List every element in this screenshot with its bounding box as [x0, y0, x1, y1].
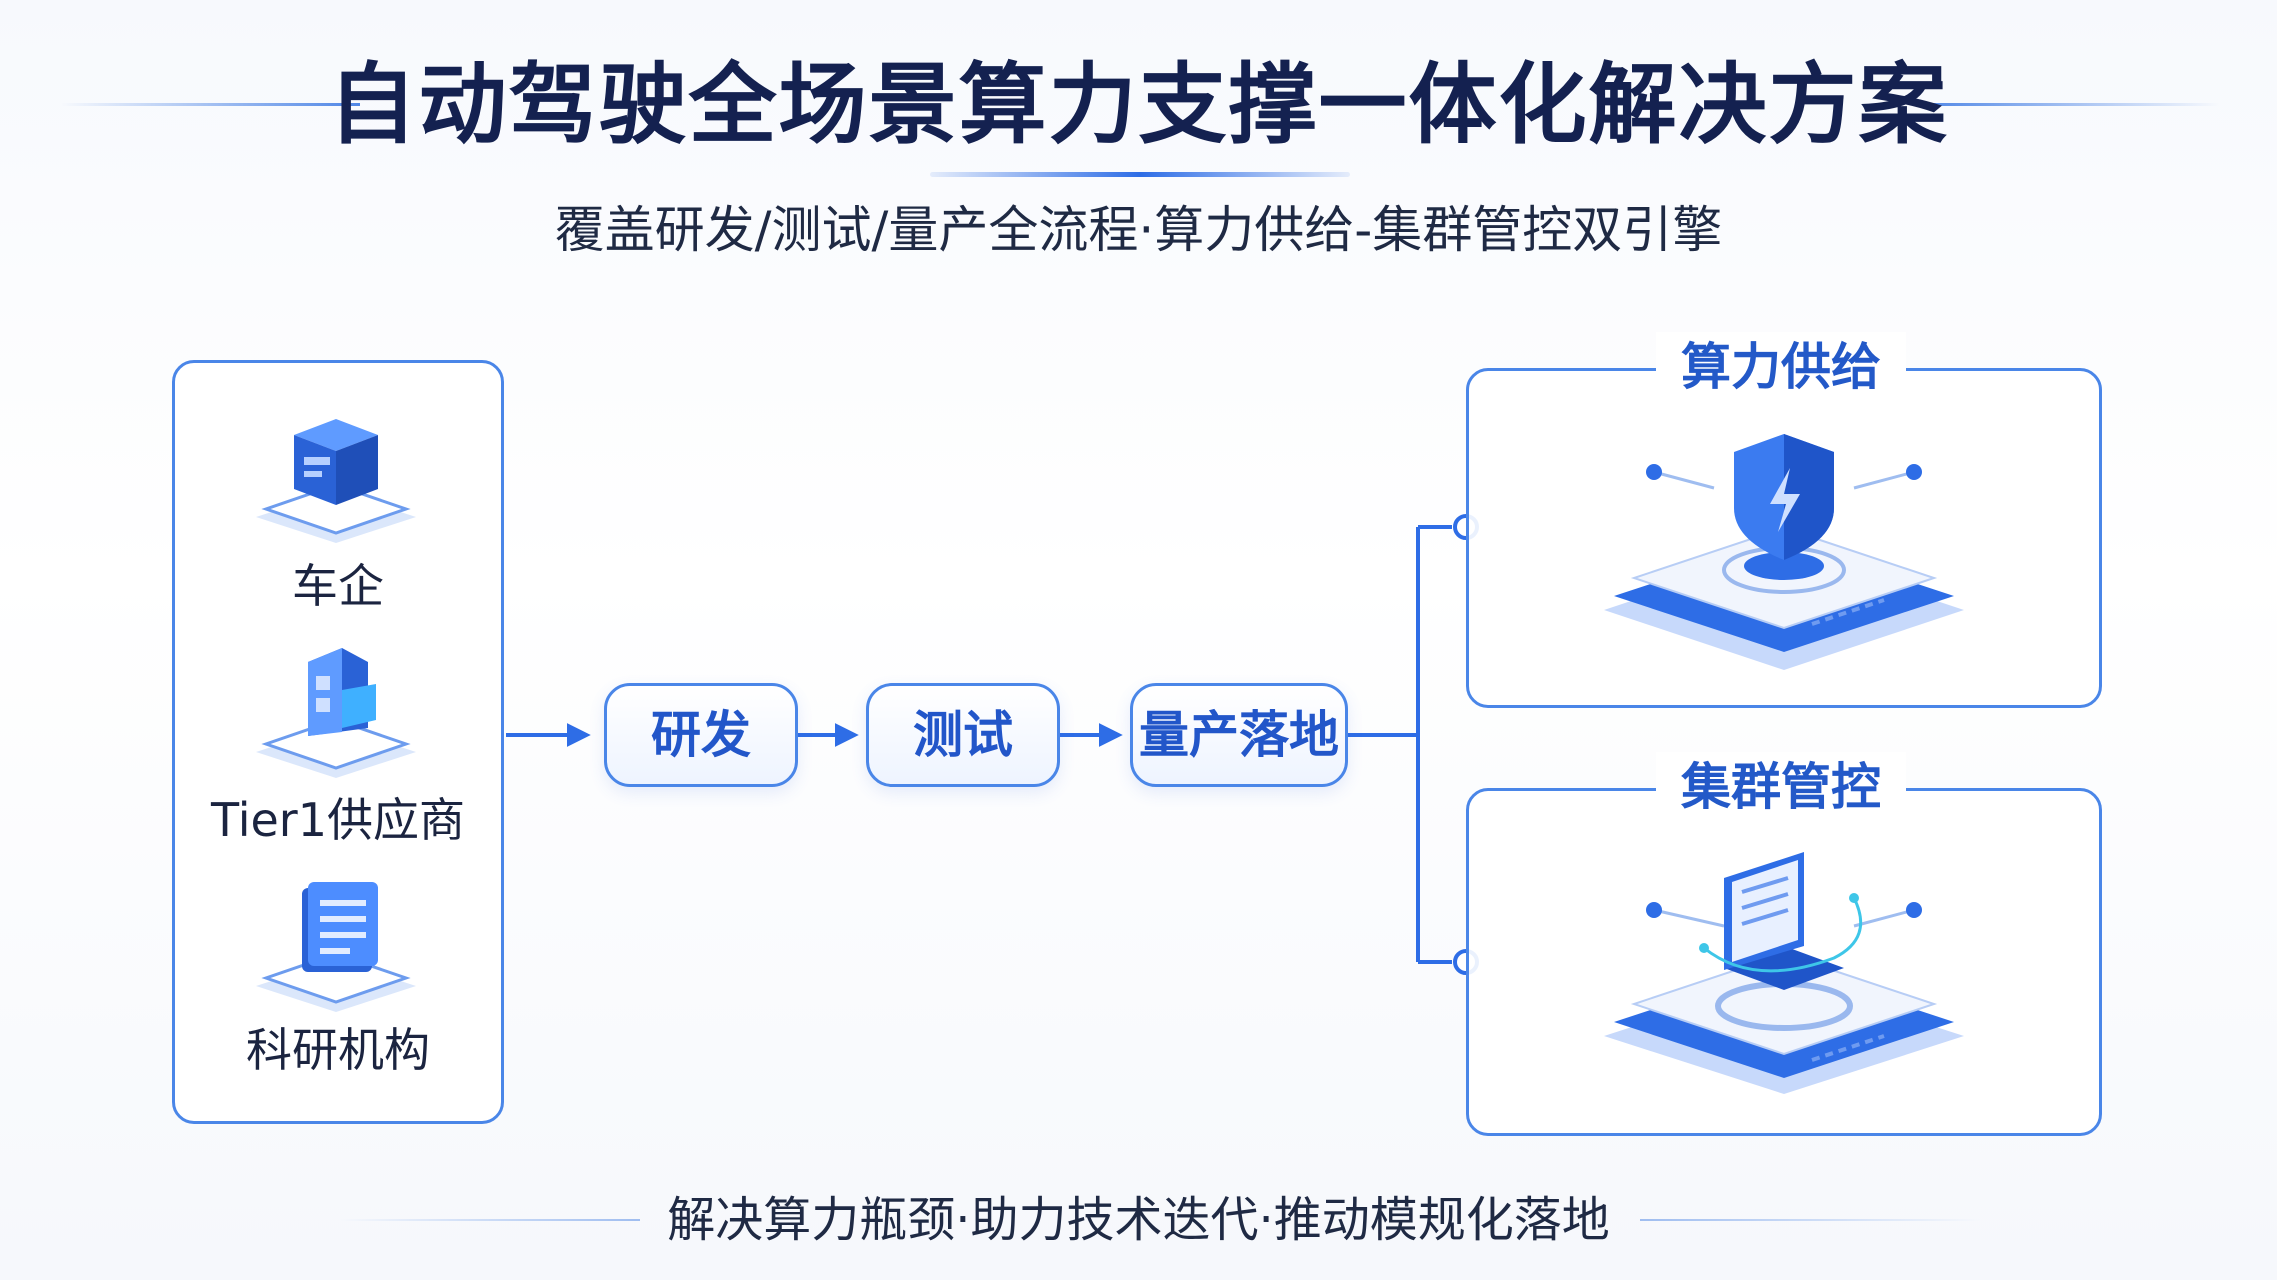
customer-label: 车企 [292, 559, 384, 613]
document-icon [256, 882, 416, 1012]
laptop-dashboard-platform-icon [1604, 852, 1964, 1094]
page-subtitle: 覆盖研发/测试/量产全流程·算力供给-集群管控双引擎 [554, 201, 1723, 259]
branch-connector [1348, 525, 1452, 964]
shield-lightning-platform-icon [1604, 434, 1964, 670]
stage-rd: 研发 [604, 683, 798, 787]
footer-slogan: 解决算力瓶颈·助力技术迭代·推动模规化落地 [667, 1192, 1610, 1248]
footer-decor-line-left [340, 1219, 640, 1221]
server-box-icon [256, 419, 416, 543]
title-decor-line-right [1920, 103, 2220, 106]
compute-supply-title: 算力供给 [1656, 332, 1906, 402]
title-underline [930, 172, 1350, 177]
building-icon [256, 648, 416, 778]
page-title: 自动驾驶全场景算力支撑一体化解决方案 [328, 53, 1949, 156]
customer-label: Tier1供应商 [211, 793, 465, 847]
stage-test: 测试 [866, 683, 1060, 787]
footer-decor-line-right [1640, 1219, 1980, 1221]
customer-label: 科研机构 [246, 1023, 430, 1077]
cluster-management-title: 集群管控 [1656, 752, 1906, 822]
title-decor-line-left [60, 103, 360, 106]
stage-mass-production: 量产落地 [1130, 683, 1348, 787]
